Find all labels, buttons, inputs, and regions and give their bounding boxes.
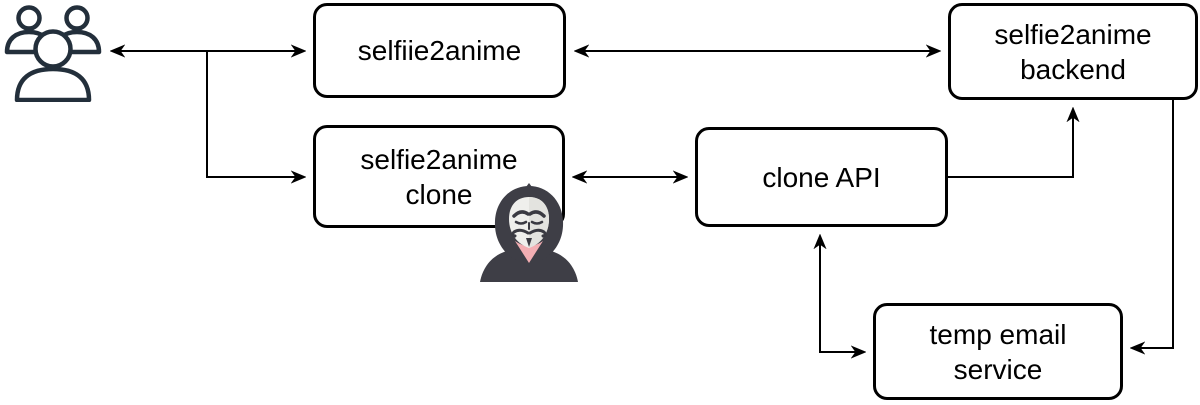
node-label: clone API [762,161,881,193]
node-temp-email-service: temp email service [873,303,1123,400]
edge-cloneapi-backend [948,109,1073,178]
node-selfie2anime-backend: selfie2anime backend [948,3,1198,100]
edge-users-clone [206,51,304,177]
node-label: temp email service [929,318,1067,385]
node-label: selfie2anime backend [994,18,1152,85]
node-label: selfiie2anime [357,35,522,66]
edge-backend-tempemail [1132,100,1174,348]
users-icon [4,5,102,102]
node-selfiie2anime: selfiie2anime [313,3,566,98]
node-label: selfie2anime clone [360,143,518,210]
edge-cloneapi-tempemail [820,236,864,352]
anonymous-hacker-icon [480,183,578,282]
node-clone-api: clone API [695,127,948,227]
